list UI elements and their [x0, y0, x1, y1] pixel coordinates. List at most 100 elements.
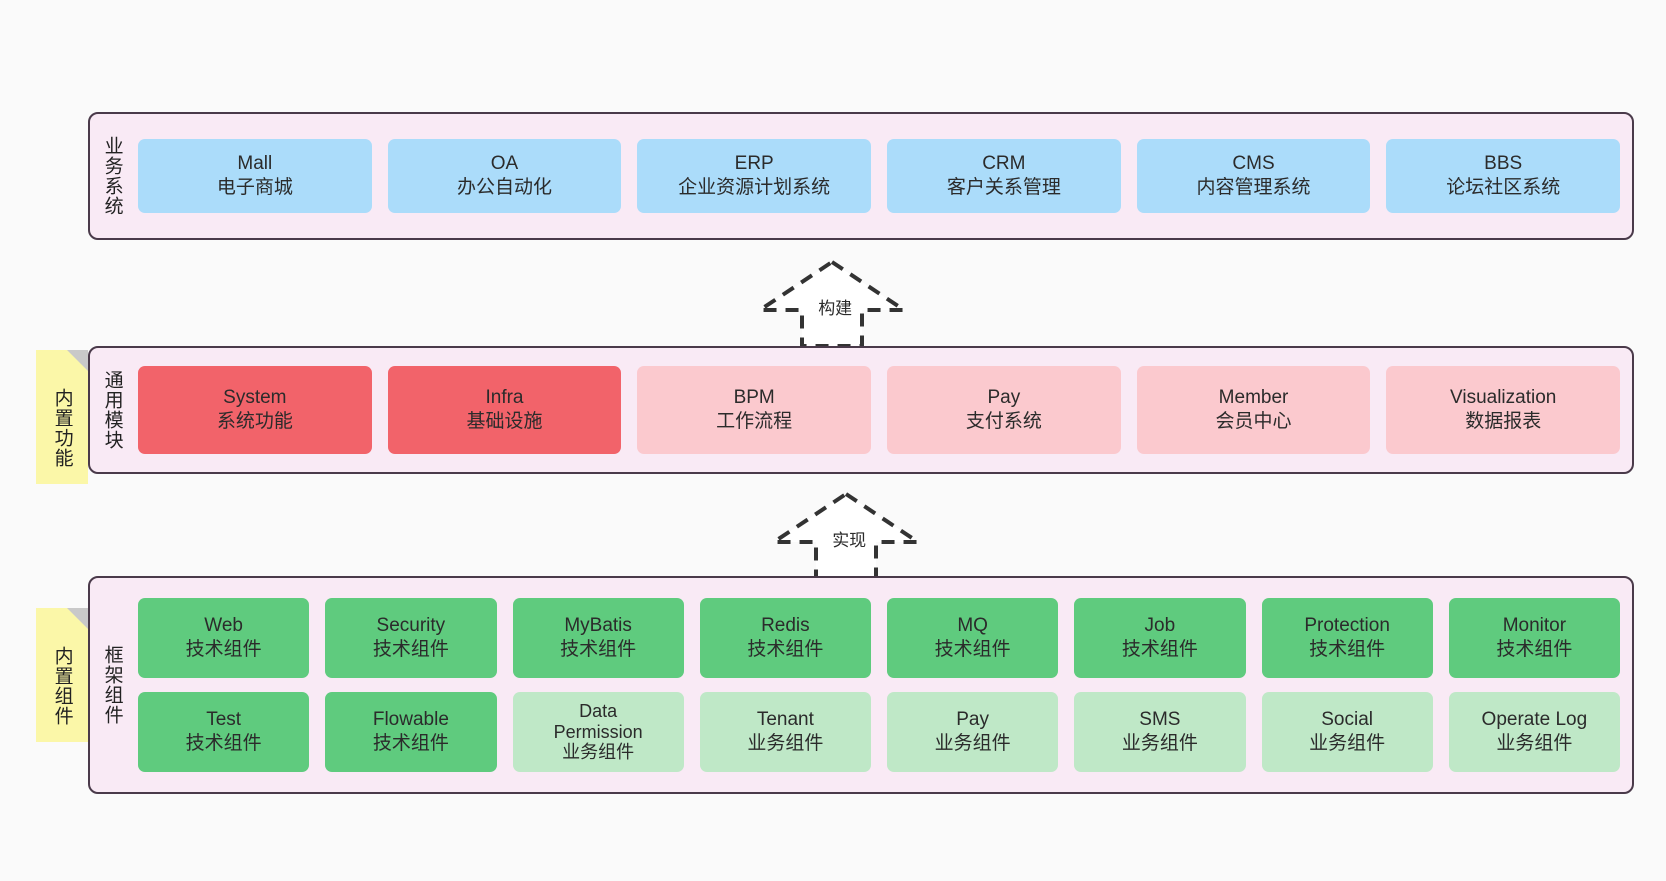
node-security[interactable]: Security 技术组件 — [325, 598, 497, 678]
arrow-implement-label: 实现 — [832, 531, 867, 550]
node-erp[interactable]: ERP 企业资源计划系统 — [637, 139, 872, 213]
node-title: BPM — [733, 387, 775, 409]
node-title: Data — [579, 700, 618, 721]
node-title: Mall — [237, 153, 273, 175]
node-subtitle: 技术组件 — [185, 639, 262, 660]
node-subtitle: 技术组件 — [372, 639, 449, 660]
node-system[interactable]: System 系统功能 — [138, 366, 372, 454]
band-row: Test 技术组件 Flowable 技术组件 Data Permission … — [138, 692, 1620, 772]
node-title: Operate Log — [1481, 709, 1588, 731]
node-tenant[interactable]: Tenant 业务组件 — [699, 692, 871, 772]
node-subtitle: 企业资源计划系统 — [678, 177, 831, 198]
node-mybatis[interactable]: MyBatis 技术组件 — [512, 598, 684, 678]
node-crm[interactable]: CRM 客户关系管理 — [887, 139, 1121, 213]
node-title: Tenant — [756, 709, 814, 731]
node-redis[interactable]: Redis 技术组件 — [699, 598, 871, 678]
node-subtitle: 技术组件 — [1496, 639, 1573, 660]
node-web[interactable]: Web 技术组件 — [138, 598, 310, 678]
node-visualization[interactable]: Visualization 数据报表 — [1386, 366, 1621, 454]
node-title: MyBatis — [564, 615, 632, 637]
node-subtitle: 业务组件 — [1496, 733, 1573, 754]
node-oa[interactable]: OA 办公自动化 — [387, 139, 622, 213]
band-business-systems: 业务系统 Mall 电子商城 OA 办公自动化 ERP 企业资源计划系统 CRM… — [88, 112, 1634, 240]
band-row: Web 技术组件 Security 技术组件 MyBatis 技术组件 Redi… — [138, 598, 1620, 678]
node-subtitle: 技术组件 — [747, 639, 824, 660]
node-subtitle: 基础设施 — [466, 411, 543, 432]
arrow-build-label: 构建 — [818, 299, 853, 318]
band-row: Mall 电子商城 OA 办公自动化 ERP 企业资源计划系统 CRM 客户关系… — [138, 139, 1621, 213]
note-label: 内置组件 — [51, 646, 73, 726]
node-subtitle: 技术组件 — [560, 639, 637, 660]
node-title: Visualization — [1450, 387, 1557, 409]
node-mall[interactable]: Mall 电子商城 — [138, 139, 372, 213]
note-label: 内置功能 — [51, 388, 73, 468]
node-subtitle: 论坛社区系统 — [1446, 177, 1561, 198]
node-title: Redis — [761, 615, 810, 637]
node-title: MQ — [957, 615, 988, 637]
node-operate-log[interactable]: Operate Log 业务组件 — [1448, 692, 1620, 772]
node-mq[interactable]: MQ 技术组件 — [887, 598, 1059, 678]
node-title: Member — [1218, 387, 1289, 409]
note-fold-icon — [67, 350, 88, 371]
node-subtitle: 办公自动化 — [457, 177, 553, 198]
node-member[interactable]: Member 会员中心 — [1136, 366, 1371, 454]
node-protection[interactable]: Protection 技术组件 — [1261, 598, 1433, 678]
band-common-modules: 通用模块 System 系统功能 Infra 基础设施 BPM 工作流程 Pay… — [88, 346, 1634, 474]
band-label-framework: 框架组件 — [101, 645, 123, 725]
node-title: SMS — [1139, 709, 1181, 731]
node-title: OA — [490, 153, 519, 175]
node-data-permission[interactable]: Data Permission 业务组件 — [512, 692, 684, 772]
node-title: ERP — [734, 153, 774, 175]
node-title: Pay — [956, 709, 989, 731]
band-body-business: Mall 电子商城 OA 办公自动化 ERP 企业资源计划系统 CRM 客户关系… — [134, 114, 1632, 238]
node-subtitle: 技术组件 — [1121, 639, 1198, 660]
node-infra[interactable]: Infra 基础设施 — [387, 366, 622, 454]
band-body-common: System 系统功能 Infra 基础设施 BPM 工作流程 Pay 支付系统… — [134, 348, 1632, 472]
node-title-cont: Permission — [553, 721, 643, 742]
node-subtitle: 支付系统 — [965, 411, 1042, 432]
note-fold-icon — [67, 608, 88, 629]
node-subtitle: 技术组件 — [934, 639, 1011, 660]
node-title: Web — [204, 615, 243, 637]
node-subtitle: 客户关系管理 — [946, 177, 1061, 198]
node-pay-component[interactable]: Pay 业务组件 — [887, 692, 1059, 772]
node-job[interactable]: Job 技术组件 — [1074, 598, 1246, 678]
arrow-implement-icon — [767, 491, 925, 580]
node-title: Social — [1321, 709, 1373, 731]
node-title: Infra — [485, 387, 524, 409]
node-subtitle: 会员中心 — [1215, 411, 1292, 432]
node-title: Security — [376, 615, 446, 637]
node-monitor[interactable]: Monitor 技术组件 — [1448, 598, 1620, 678]
node-title: Test — [206, 709, 242, 731]
node-title: Protection — [1304, 615, 1390, 637]
arrow-implement: 实现 — [766, 490, 926, 580]
node-subtitle: 业务组件 — [1121, 733, 1198, 754]
node-test[interactable]: Test 技术组件 — [138, 692, 310, 772]
node-subtitle: 技术组件 — [372, 733, 449, 754]
node-social[interactable]: Social 业务组件 — [1261, 692, 1433, 772]
node-flowable[interactable]: Flowable 技术组件 — [325, 692, 497, 772]
band-label-common: 通用模块 — [101, 370, 123, 450]
node-title: CRM — [982, 153, 1026, 175]
band-row: System 系统功能 Infra 基础设施 BPM 工作流程 Pay 支付系统… — [138, 366, 1621, 454]
node-cms[interactable]: CMS 内容管理系统 — [1136, 139, 1371, 213]
node-pay-module[interactable]: Pay 支付系统 — [887, 366, 1121, 454]
note-builtin-feature: 内置功能 — [36, 350, 88, 484]
node-title: Flowable — [372, 709, 449, 731]
note-builtin-component: 内置组件 — [36, 608, 88, 742]
node-subtitle: 电子商城 — [216, 177, 293, 198]
arrow-build-icon — [753, 259, 911, 348]
band-body-framework: Web 技术组件 Security 技术组件 MyBatis 技术组件 Redi… — [134, 578, 1632, 792]
node-sms[interactable]: SMS 业务组件 — [1074, 692, 1246, 772]
band-framework-components: 框架组件 Web 技术组件 Security 技术组件 MyBatis 技术组件… — [88, 576, 1634, 794]
node-subtitle: 系统功能 — [216, 411, 293, 432]
node-title: Pay — [987, 387, 1021, 409]
node-bpm[interactable]: BPM 工作流程 — [637, 366, 872, 454]
node-subtitle: 内容管理系统 — [1196, 177, 1311, 198]
node-bbs[interactable]: BBS 论坛社区系统 — [1386, 139, 1621, 213]
arrow-build: 构建 — [752, 258, 912, 348]
node-subtitle: 业务组件 — [747, 733, 824, 754]
band-label-business: 业务系统 — [101, 136, 123, 216]
node-subtitle: 业务组件 — [934, 733, 1011, 754]
